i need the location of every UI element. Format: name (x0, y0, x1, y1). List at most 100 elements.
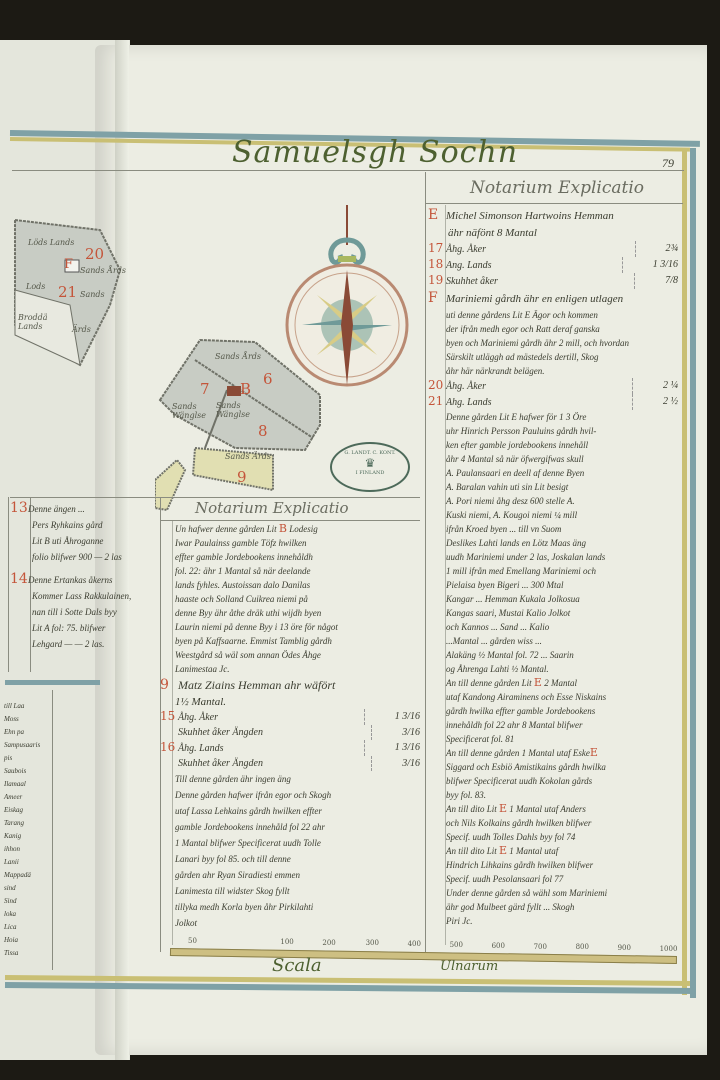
letter-9: 9 (160, 677, 169, 693)
item-value: 1 3/16 (363, 709, 420, 725)
map-page (95, 45, 707, 1055)
body-line: Sampusaaris (4, 741, 41, 749)
body-line: Deslikes Lahti lands en Lötz Maas äng (446, 538, 587, 548)
entry-line: Lit A fol: 75. blifwer (32, 623, 106, 633)
line-text: utaf Kandong Airaminens och Esse Niskain… (446, 692, 607, 702)
body-line: Jolkot (175, 918, 197, 928)
item-label: Åhg. Åker (446, 244, 486, 255)
right-panel-content: E Michel Simonson Hartwoins Hemman ähr nä… (428, 205, 678, 928)
line-text: lands fyhles. Austoissan dalo Danilas (175, 580, 311, 590)
line-text: gårdh hwilka effter gamble Jordebookens (446, 706, 596, 716)
body-line: Kangas saari, Mustai Kalio Jolkot (446, 608, 571, 618)
entry-line: nan till i Sotte Dals byy (32, 607, 117, 617)
line-text: denne Byy ähr åthe dräk uthi wijdh byen (175, 608, 322, 618)
line-text: 1 Mantal utaf Anders (507, 804, 586, 814)
body-line: Tissa (4, 949, 19, 957)
entry-line: der ifrån medh egor och Ratt deraf gansk… (446, 324, 600, 334)
body-line: Lanari byy fol 85. och till denne (175, 854, 291, 864)
stamp-bottom-text: I FINLAND (355, 470, 385, 476)
entry-line: Michel Simonson Hartwoins Hemman (446, 210, 614, 222)
item-value: 2 ½ (632, 394, 678, 410)
body-line: Kangar ... Hemman Kukala Jolkosua (446, 594, 580, 604)
frame-right-blue (690, 148, 696, 998)
scale-tick-label: 100 (280, 937, 294, 946)
bottom-left-rule (52, 690, 53, 970)
line-text: Specif. uudh Pesolansaari fol 77 (446, 874, 564, 884)
parcel-letter: B (240, 380, 252, 398)
body-line: innehåldh fol 22 ahr 8 Mantal blifwer (446, 718, 678, 732)
body-line: Denne gården hafwer ifrån egor och Skogh (175, 790, 332, 800)
line-text: och Nils Kolkains gårdh hwilken blifwer (446, 818, 592, 828)
item-number: 17 (428, 241, 444, 255)
middle-panel-margin (172, 520, 173, 945)
entry-line: Pers Ryhkains gård (32, 520, 103, 530)
body-line: Lica (4, 923, 17, 931)
compass-rose (285, 205, 409, 387)
item-label: Skuhhet åker Ängden (178, 758, 263, 769)
item-label: Åhg. Åker (446, 381, 486, 392)
body-line: gårdh hwilka effter gamble Jordebookens (446, 704, 678, 718)
entry-line: uti denne gårdens Lit E Ägor och kommen (446, 310, 598, 320)
scale-tick-label: 1000 (659, 945, 678, 953)
scale-tick-label: 50 (188, 937, 197, 945)
body-line: Till denne gården ähr ingen äng (175, 774, 291, 784)
parcel-number: 9 (237, 468, 247, 486)
right-panel-divider (425, 172, 426, 952)
middle-panel-header: Notarium Explicatio (195, 499, 349, 517)
body-line: Specif. uudh Pesolansaari fol 77 (446, 872, 678, 886)
middle-header-rule (160, 520, 420, 521)
body-line: Denne gården Lit E hafwer för 1 3 Öre (446, 412, 587, 422)
body-line: ähr god Mulbeet gärd fyllt ... Skogh (446, 900, 678, 914)
item-number: 20 (428, 378, 444, 392)
body-line: Ameer (4, 793, 23, 801)
entry-line: folio blifwer 900 — 2 las (32, 552, 122, 562)
scale-tick-label: 400 (407, 940, 421, 949)
item-number: 16 (160, 740, 176, 754)
right-panel-header: Notarium Explicatio (470, 178, 645, 198)
line-text: Laurin niemi på denne Byy i 13 öre för n… (175, 622, 338, 632)
body-line: Sind (4, 897, 17, 905)
item-value: 2 ¼ (632, 378, 678, 394)
body-line: och Kannos ... Sand ... Kalio (446, 622, 550, 632)
body-line: 1 Mantal blifwer Specificerat uudh Tolle (175, 838, 321, 848)
body-line: Kanig (4, 832, 22, 840)
left-table-rule (8, 497, 9, 672)
body-line: blifwer Specificerat uudh Kokolan gårds (446, 774, 678, 788)
map-parcels-main (155, 338, 321, 512)
line-text: blifwer Specificerat uudh Kokolan gårds (446, 776, 593, 786)
item-label: Skuhhet åker Ängden (178, 727, 263, 738)
item-value: 2¾ (634, 241, 678, 257)
parcel-number: 7 (200, 380, 210, 398)
body-line: Tarang (4, 819, 24, 827)
letter-ref: E (533, 676, 542, 689)
entry-line: ähr näfönt 8 Mantal (448, 227, 537, 239)
item-label: Åhg. Lands (178, 743, 224, 754)
body-line: Eiskag (4, 806, 24, 814)
body-line: og Åhrenga Lahti ½ Mantal. (446, 664, 549, 674)
field-label: Broddä Lands (18, 313, 48, 331)
body-line: Lanii (4, 858, 19, 866)
entry-line: Denne Ertankas åkerns (28, 575, 113, 585)
item-value: 1 3/16 (621, 257, 678, 273)
scale-tick-label: 900 (617, 944, 631, 953)
parcel-number: 6 (263, 370, 273, 388)
body-line: A. Paulansaari en deell af denne Byen (446, 468, 585, 478)
body-line: till Laa (4, 702, 25, 710)
book-spine (115, 40, 129, 1060)
letter-e: E (428, 207, 439, 223)
letter-ref: E (499, 844, 508, 857)
body-line: A. Baralan vahin uti sin Lit besigt (446, 482, 569, 492)
letter-ref: E (499, 802, 508, 815)
body-line: loka (4, 910, 17, 918)
